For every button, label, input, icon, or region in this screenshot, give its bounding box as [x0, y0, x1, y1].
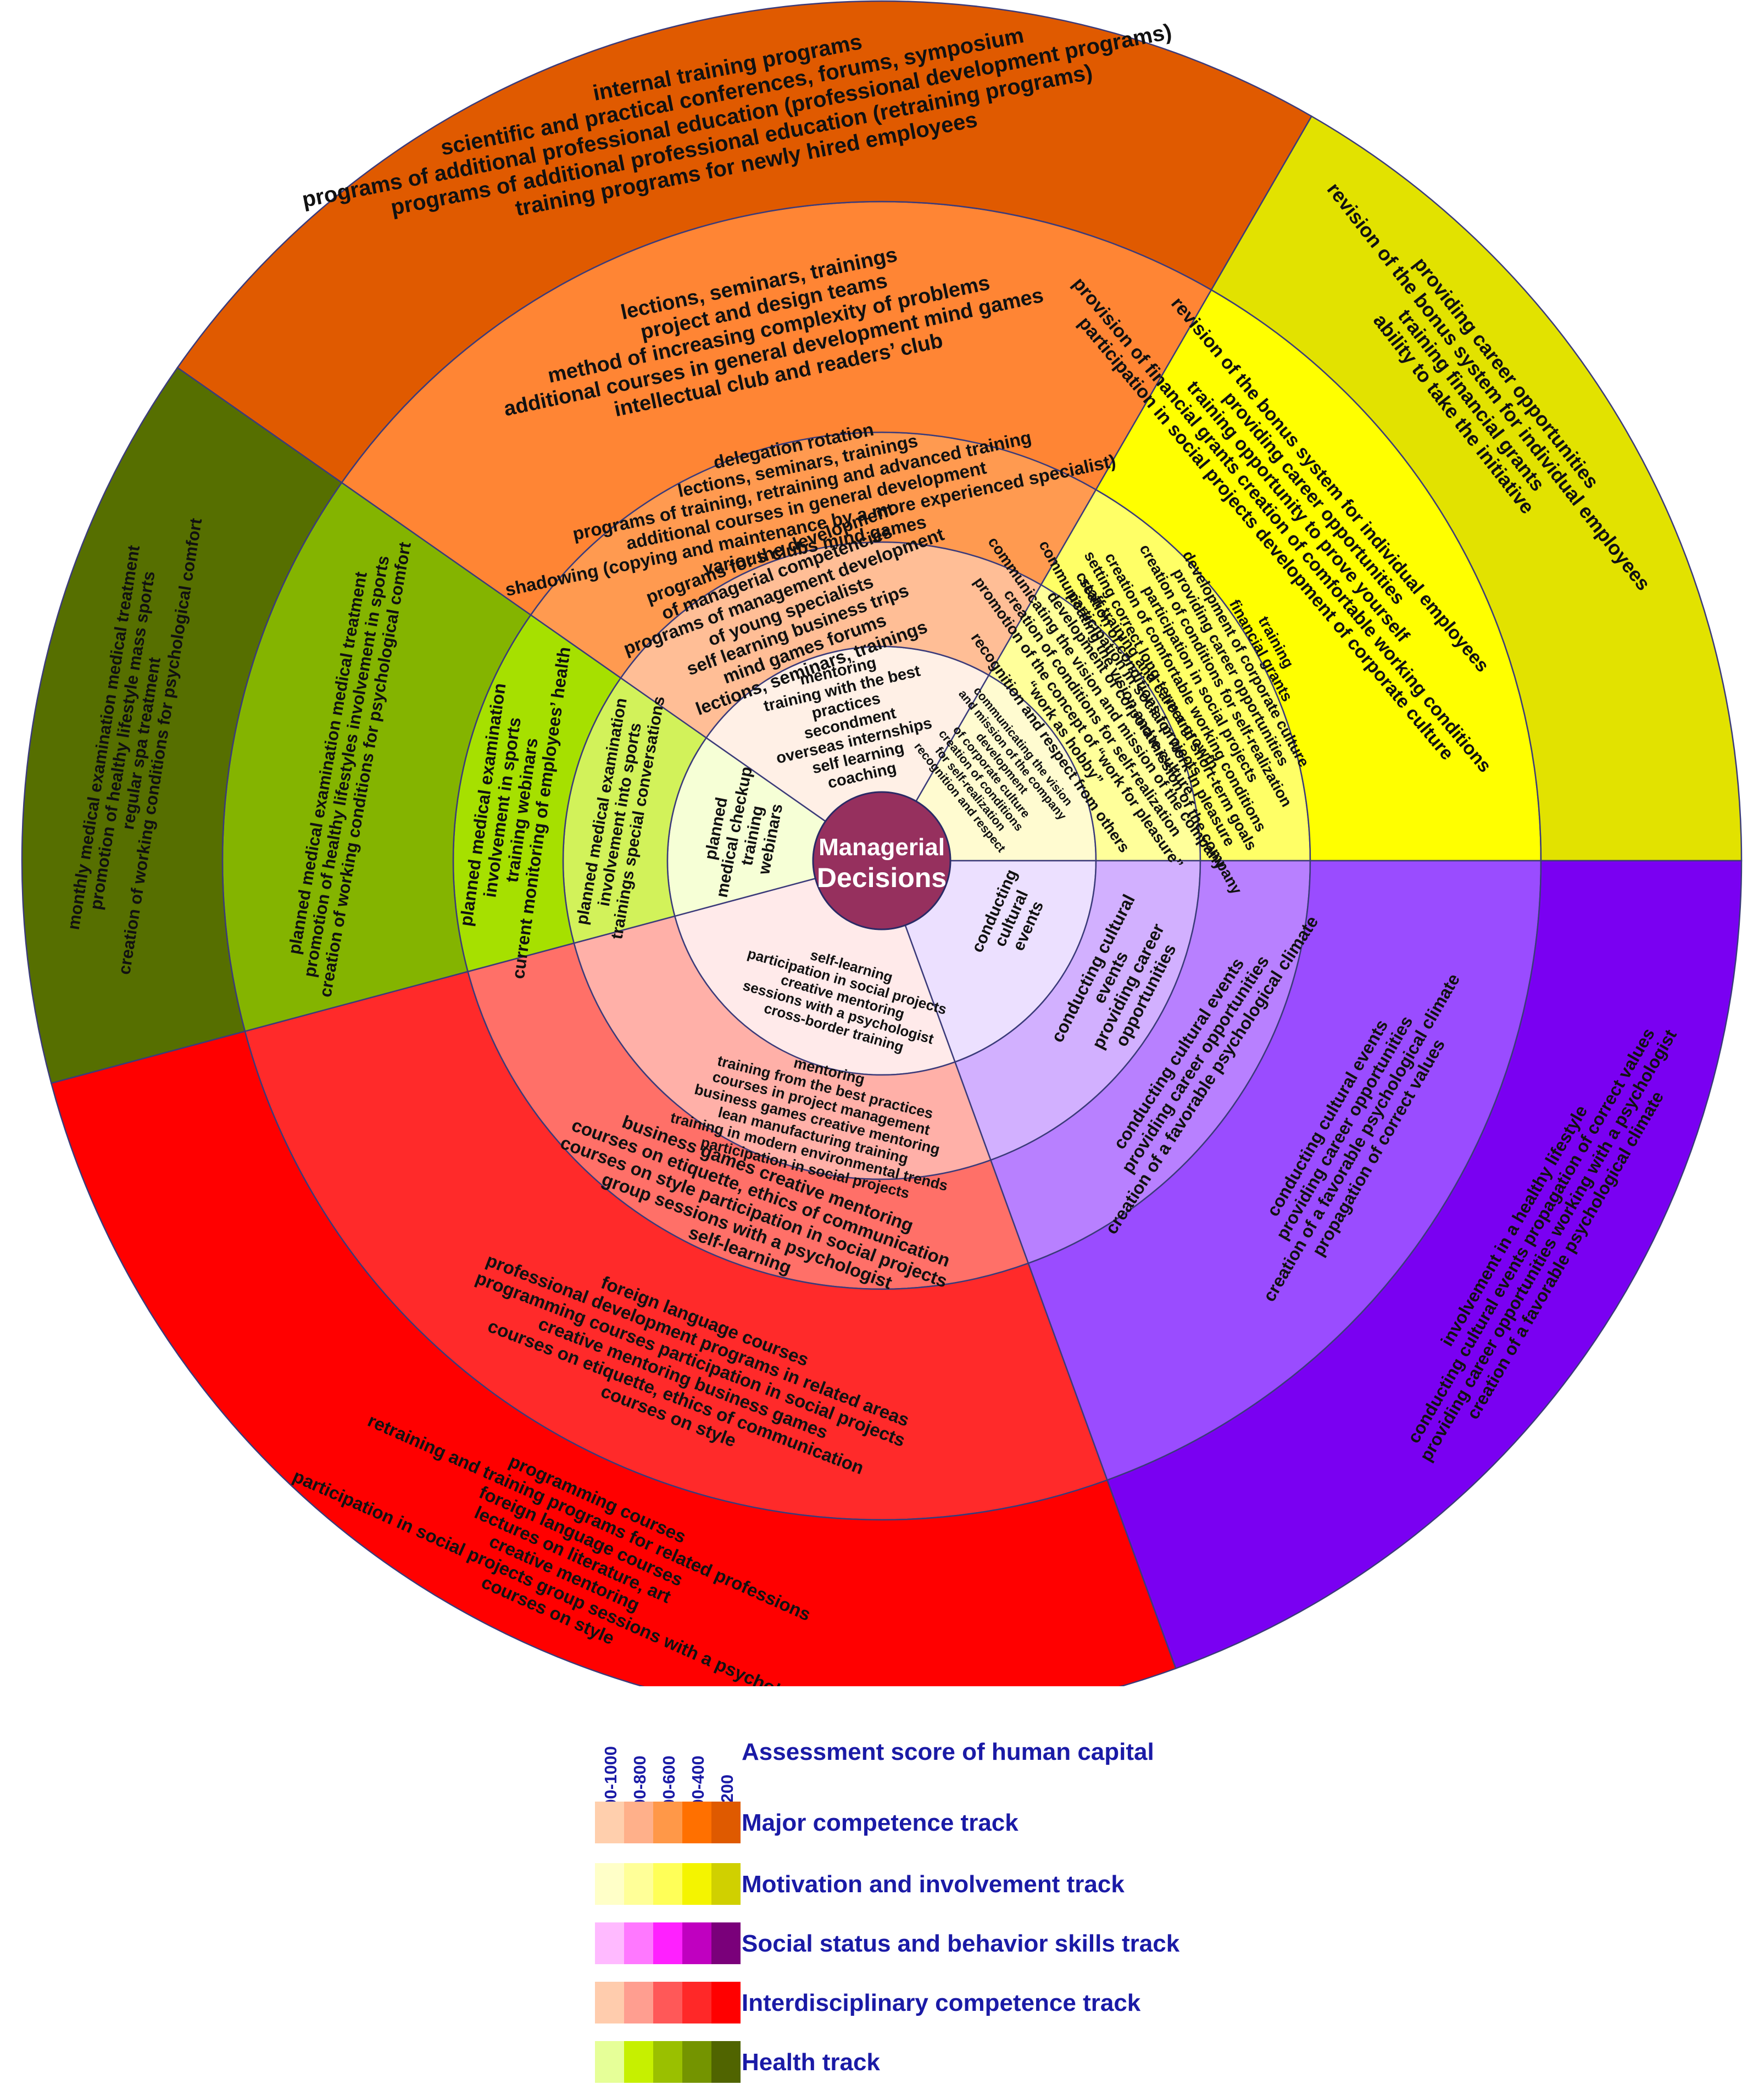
legend-label-major: Major competence track	[742, 1809, 1019, 1836]
swatch	[711, 1863, 741, 1905]
legend-swatches	[595, 1863, 741, 1905]
legend-swatches	[595, 1922, 741, 1964]
swatch	[624, 1802, 653, 1843]
wedge-interdisciplinary-ring-5	[50, 1030, 1177, 1686]
swatch	[624, 1863, 653, 1905]
legend-swatches	[595, 1802, 741, 1843]
swatch	[595, 1863, 624, 1905]
swatch	[653, 2041, 682, 2083]
wedge-health-ring-5	[21, 366, 343, 1084]
swatch	[711, 1922, 741, 1964]
legend-row-health: Health track	[595, 2041, 1254, 2083]
swatch	[595, 1922, 624, 1964]
legend-swatches	[595, 2041, 741, 2083]
swatch	[595, 1982, 624, 2023]
legend-row-social: Social status and behavior skills track	[595, 1922, 1254, 1964]
legend-label-motivation: Motivation and involvement track	[742, 1871, 1125, 1898]
swatch	[653, 1922, 682, 1964]
legend-swatches	[595, 1982, 741, 2023]
swatch	[624, 2041, 653, 2083]
legend-title: Assessment score of human capital	[742, 1738, 1154, 1765]
center-circle	[812, 791, 951, 930]
wedge-major-ring-5	[176, 0, 1313, 484]
swatch	[711, 1982, 741, 2023]
swatch	[682, 1802, 711, 1843]
track-wedges	[21, 0, 1743, 1686]
legend-label-interdisciplinary: Interdisciplinary competence track	[742, 1989, 1141, 2016]
center-title-line1: Managerial	[819, 834, 945, 861]
swatch	[682, 1982, 711, 2023]
wedge-motivation-ring-5	[1210, 115, 1743, 862]
legend-row-major: Major competence track	[595, 1802, 1254, 1843]
swatch	[595, 2041, 624, 2083]
swatch	[653, 1802, 682, 1843]
swatch	[711, 1802, 741, 1843]
center-hub: Managerial Decisions	[812, 791, 951, 930]
swatch	[682, 1863, 711, 1905]
swatch	[682, 1922, 711, 1964]
swatch	[682, 2041, 711, 2083]
swatch	[624, 1922, 653, 1964]
wedge-social-ring-5	[1106, 860, 1743, 1670]
swatch	[624, 1982, 653, 2023]
swatch	[595, 1802, 624, 1843]
swatch	[653, 1863, 682, 1905]
swatch	[653, 1982, 682, 2023]
legend-row-interdisciplinary: Interdisciplinary competence track	[595, 1982, 1254, 2023]
legend-label-social: Social status and behavior skills track	[742, 1930, 1180, 1957]
legend-row-motivation: Motivation and involvement track	[595, 1863, 1254, 1905]
swatch	[711, 2041, 741, 2083]
center-title-line2: Decisions	[817, 862, 947, 893]
legend-label-health: Health track	[742, 2049, 880, 2076]
